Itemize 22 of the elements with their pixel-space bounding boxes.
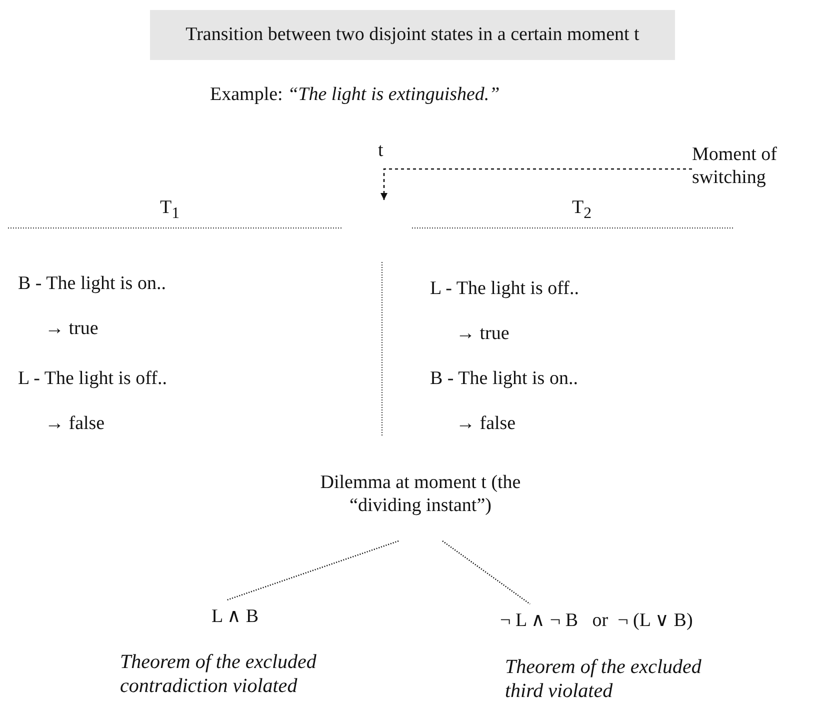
arrow xyxy=(380,168,692,200)
moment-label: t xyxy=(378,140,384,163)
caption-text: Theorem of the excluded third violated xyxy=(505,655,702,703)
statement-text: L - The light is off.. xyxy=(18,368,168,391)
period-label: T$_{2}$ xyxy=(572,197,593,224)
statement-text: B - The light is on.. xyxy=(430,368,579,391)
truth-value: → true xyxy=(456,323,510,346)
statement-text: L - The light is off.. xyxy=(430,278,580,301)
formula-text: ¬ L ∧ ¬ B or ¬ (L ∨ B) xyxy=(500,610,800,640)
period-label: T$_{1}$ xyxy=(160,197,181,224)
connector-line xyxy=(442,540,530,605)
truth-value: → true xyxy=(45,318,100,341)
formula-text: L ∧ B xyxy=(195,606,275,636)
label-text: Moment of switching xyxy=(692,144,812,190)
example-text: Example: “The light is extinguished.” xyxy=(210,84,501,107)
truth-value: → false xyxy=(45,413,106,436)
title-band: Transition between two disjoint states in a certain moment t xyxy=(150,10,675,60)
dilemma-text: Dilemma at moment t (the “dividing instant”) xyxy=(318,466,523,540)
truth-value: → false xyxy=(456,413,517,436)
statement-text: B - The light is on.. xyxy=(18,273,167,296)
connector-line xyxy=(226,540,399,601)
caption-text: Theorem of the excluded contradiction violated xyxy=(120,650,318,698)
